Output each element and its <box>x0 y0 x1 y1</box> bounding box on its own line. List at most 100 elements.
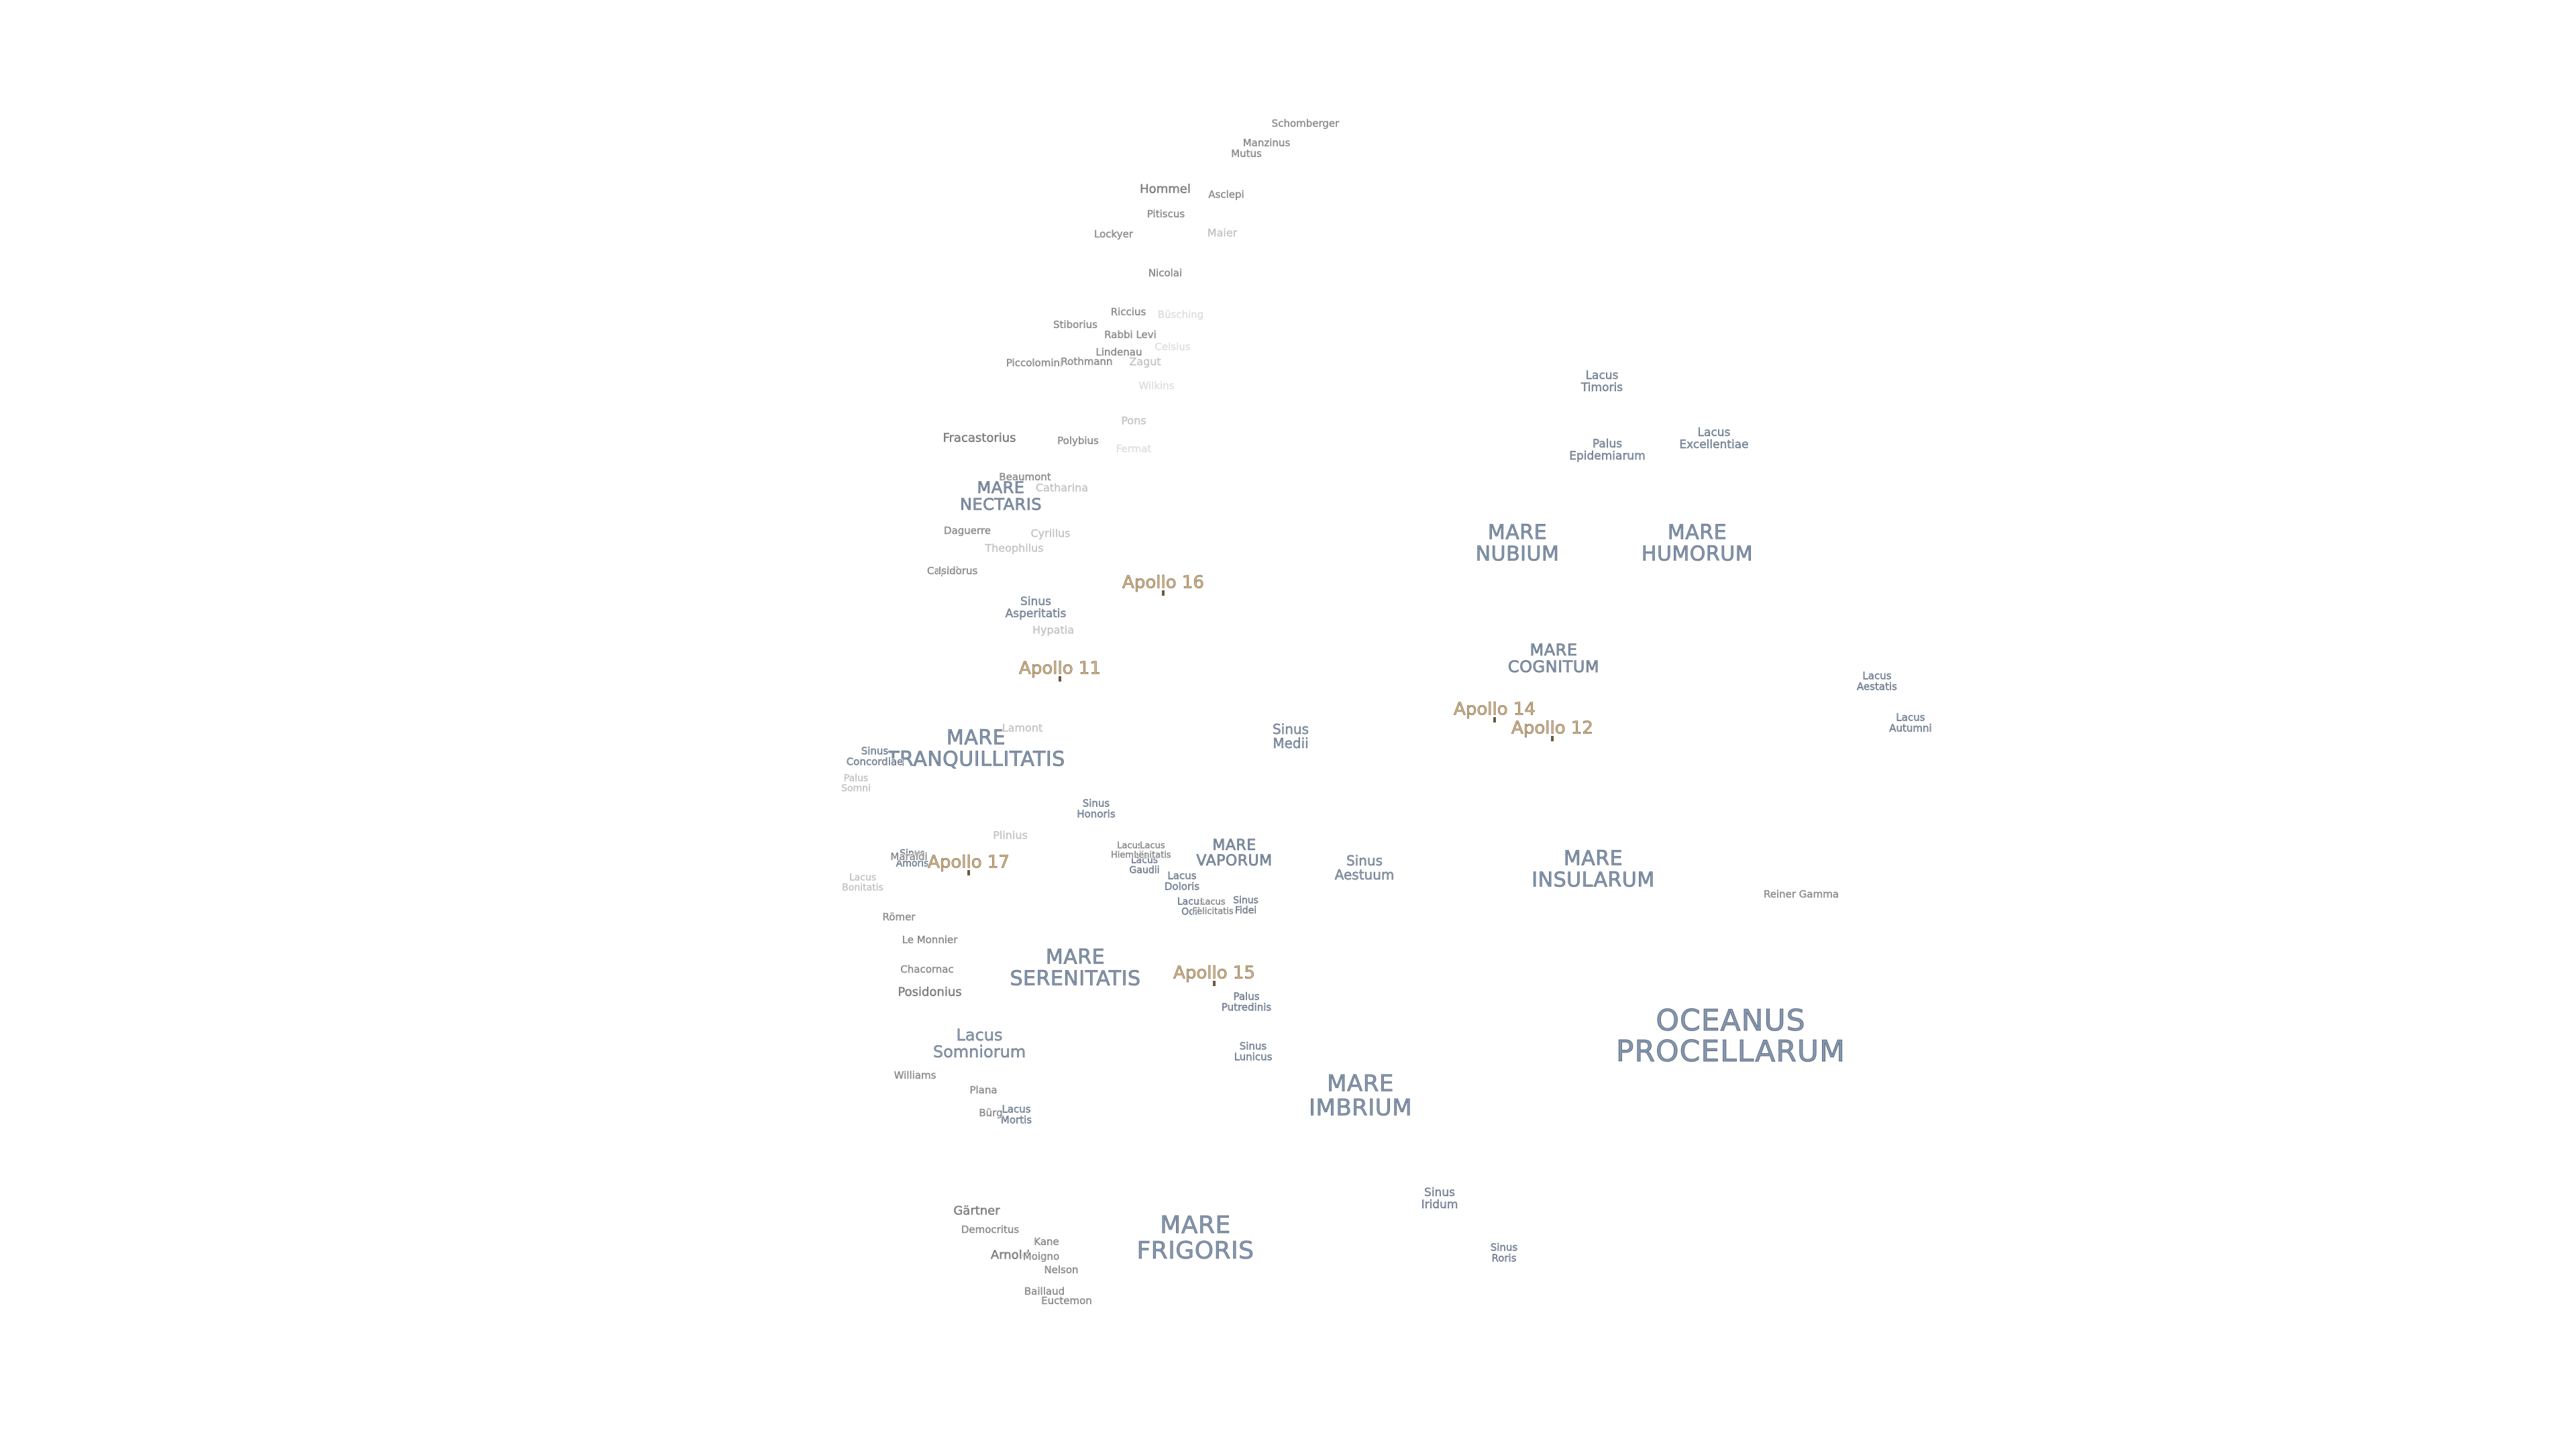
sea-label: MARE HUMORUM <box>1641 521 1754 566</box>
crater-label: Celsius <box>1155 341 1191 354</box>
crater-label: Rothmann <box>1061 356 1113 368</box>
landing-pin-icon <box>1162 590 1165 596</box>
lake-label: Palus Epidemiarum <box>1569 437 1646 463</box>
lake-label: Lacus Doloris <box>1164 869 1200 892</box>
lake-label: Sinus Asperitatis <box>1005 595 1067 621</box>
lake-label: Sinus Roris <box>1490 1241 1518 1264</box>
lake-label: Sinus Medii <box>1272 721 1309 751</box>
lake-label: Sinus Amoris <box>896 848 929 869</box>
crater-label: Bürg <box>979 1107 1003 1120</box>
lake-label: Lacus Odii <box>1177 896 1205 917</box>
crater-label: Catharina <box>1035 481 1089 494</box>
crater-label: Mutus <box>1231 148 1262 160</box>
crater-label: Plinius <box>993 828 1028 842</box>
crater-label: Isidorus <box>938 565 978 578</box>
crater-label: Chacornac <box>900 963 954 976</box>
lake-label: Lacus Timoris <box>1580 369 1623 394</box>
crater-label: Hypatia <box>1032 623 1074 637</box>
lake-label: Lacus Autumni <box>1889 711 1932 734</box>
crater-label: Piccolomini <box>1006 357 1063 370</box>
crater-label: Hommel <box>1140 182 1191 197</box>
crater-label: Schomberger <box>1271 117 1340 130</box>
landing-pin-icon <box>1059 676 1061 682</box>
lake-label: Lacus Mortis <box>1000 1103 1032 1126</box>
sea-label: MARE VAPORUM <box>1196 837 1273 869</box>
crater-label: Reiner Gamma <box>1763 888 1839 901</box>
sea-label: MARE SERENITATIS <box>1010 945 1141 990</box>
lake-label: Sinus Fidei <box>1233 895 1258 916</box>
sea-label: MARE TRANQUILLITATIS <box>887 726 1065 771</box>
crater-label: Baillaud <box>1024 1285 1065 1298</box>
landing-pin-icon <box>1213 981 1216 986</box>
apollo-site-label: Apollo 17 <box>928 852 1010 873</box>
lake-label: Sinus Honoris <box>1077 797 1116 820</box>
sea-label: MARE FRIGORIS <box>1136 1212 1254 1265</box>
crater-label: Maier <box>1207 226 1238 239</box>
lake-label: Lacus Somniorum <box>932 1025 1026 1061</box>
apollo-site-label: Apollo 11 <box>1019 658 1102 679</box>
crater-label: Pons <box>1121 414 1146 427</box>
crater-label: Theophilus <box>985 541 1044 555</box>
lake-label: Palus Putredinis <box>1221 990 1272 1013</box>
sea-label: MARE IMBRIUM <box>1308 1070 1413 1121</box>
lake-label: Sinus Aestuum <box>1334 853 1395 883</box>
crater-label: Nelson <box>1044 1264 1079 1277</box>
landing-pin-icon <box>1551 736 1554 741</box>
sea-label: MARE COGNITUM <box>1507 640 1600 676</box>
lake-label: Sinus Concordiae <box>846 745 904 767</box>
crater-label: Arnold <box>990 1248 1030 1263</box>
ocean-label: OCEANUS PROCELLARUM <box>1615 1003 1846 1069</box>
sea-label: MARE INSULARUM <box>1532 847 1655 892</box>
landing-pin-icon <box>967 870 970 875</box>
crater-label: Wilkins <box>1138 380 1175 392</box>
crater-label: Cyrillus <box>1030 527 1071 540</box>
crater-label: Lacus Felicitatis <box>1192 897 1234 916</box>
crater-label: Rabbi Levi <box>1104 329 1157 341</box>
crater-label: Le Monnier <box>902 934 958 947</box>
crater-label: Pitiscus <box>1146 208 1185 221</box>
crater-label: Gärtner <box>953 1203 1000 1218</box>
crater-label: Palus Somni <box>841 773 871 794</box>
crater-label: Lindenau <box>1095 346 1142 359</box>
crater-label: Williams <box>894 1069 936 1082</box>
lake-label: Lacus Gaudii <box>1129 855 1160 875</box>
crater-label: Riccius <box>1110 306 1146 319</box>
apollo-site-label: Apollo 12 <box>1511 718 1594 739</box>
crater-label: Fracastorius <box>943 431 1016 445</box>
crater-label: Römer <box>882 911 916 924</box>
lake-label: Sinus Lunicus <box>1234 1040 1273 1063</box>
crater-label: Fermat <box>1116 443 1152 455</box>
crater-label: Capella <box>927 565 965 578</box>
apollo-site-label: Apollo 14 <box>1454 699 1536 720</box>
crater-label: Lacus Hiemalis <box>1110 841 1149 860</box>
crater-label: Manzinus <box>1242 137 1291 150</box>
landing-pin-icon <box>1493 717 1496 722</box>
crater-label: Stiborius <box>1053 319 1097 331</box>
crater-label: Beaumont <box>999 471 1051 484</box>
crater-label: Kane <box>1034 1236 1059 1248</box>
crater-label: Posidonius <box>898 985 962 1000</box>
crater-label: Plana <box>969 1084 998 1097</box>
crater-label: Maraldi <box>890 851 928 863</box>
lake-label: Sinus Iridum <box>1421 1186 1458 1212</box>
crater-label: Democritus <box>961 1224 1020 1236</box>
crater-label: Lamont <box>1002 721 1043 735</box>
crater-label: Nicolai <box>1148 267 1183 280</box>
crater-label: Zagut <box>1129 355 1161 368</box>
crater-label: Lockyer <box>1094 228 1133 241</box>
sea-label: MARE NECTARIS <box>959 478 1042 514</box>
crater-label: Lacus Bonitatis <box>842 872 883 893</box>
crater-label: Euctemon <box>1041 1295 1092 1307</box>
apollo-site-label: Apollo 16 <box>1122 572 1205 593</box>
crater-label: Asclepi <box>1208 189 1244 201</box>
sea-label: MARE NUBIUM <box>1475 521 1560 566</box>
crater-label: Daguerre <box>944 525 991 537</box>
crater-label: Moigno <box>1022 1250 1060 1263</box>
crater-label: Polybius <box>1057 435 1099 447</box>
lake-label: Lacus Aestatis <box>1857 669 1897 692</box>
crater-label: Büsching <box>1157 309 1204 321</box>
apollo-site-label: Apollo 15 <box>1173 963 1256 983</box>
lake-label: Lacus Excellentiae <box>1679 426 1749 451</box>
crater-label: Lacus Lenitatis <box>1134 841 1171 860</box>
